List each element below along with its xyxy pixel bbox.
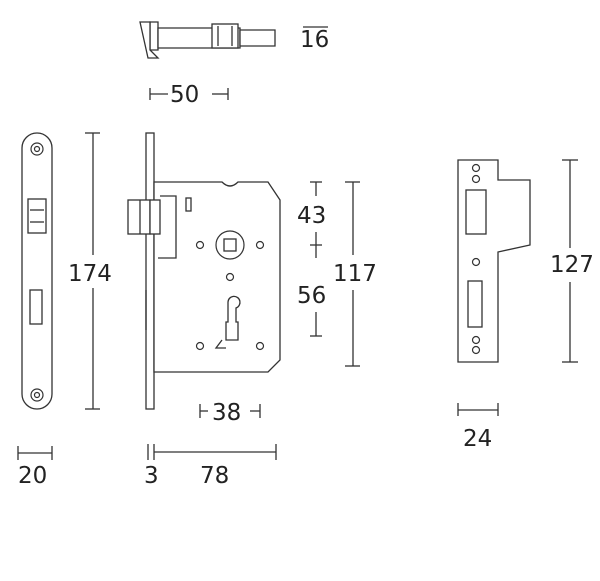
dim-backset-top: 50 [170,82,199,108]
dim-body-vertical-line [310,181,322,337]
dim-center-to-key: 56 [297,283,326,309]
dim-case-depth: 78 [200,463,229,489]
dim-backset-top-line [149,88,229,100]
latch-top-view [139,21,276,59]
dim-case-height-line [345,181,360,367]
dim-forend-height: 174 [68,261,112,287]
dim-strike-width: 24 [463,426,492,452]
lock-body [127,132,281,410]
dim-strike-height: 127 [550,252,594,278]
dim-forend-height-line [85,132,100,410]
dim-case-height: 117 [333,261,377,287]
dim-lower-width-line [199,404,261,418]
dim-forend-width-line [17,446,53,460]
dim-follower-to-center: 43 [297,203,326,229]
dim-lower-width: 38 [212,400,241,426]
forend-plate [21,132,53,410]
dim-strike-width-line [457,403,499,416]
dim-forend-thickness: 3 [144,463,159,489]
dim-depth-line [147,444,277,460]
strike-plate [457,159,531,363]
dim-strike-height-line [562,159,578,363]
dim-forend-width: 20 [18,463,47,489]
dim-latch-thickness: 16 [300,27,329,53]
